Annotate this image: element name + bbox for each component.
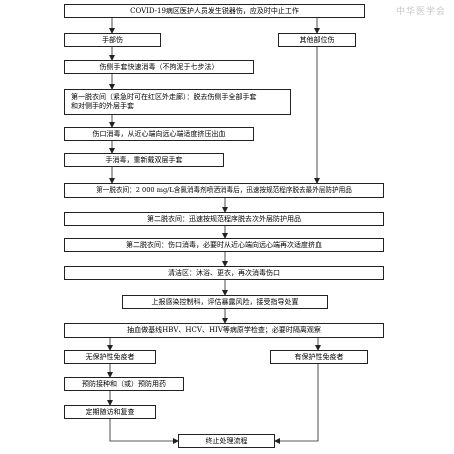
followup-node: 定期随访和复查: [64, 405, 156, 419]
clean-zone-node: 清洁区：沐浴、更衣，再次消毒伤口: [64, 266, 384, 280]
report-node: 上报感染控制科，评估暴露风险，接受指导处置: [122, 295, 328, 309]
first-undress-line-1: 第一脱衣间（紧急时可在红区外走廊）：脱去伤侧手全部手套: [71, 93, 257, 101]
second-room-wound-node: 第二脱衣间：伤口消毒，必要时从近心端向远心端再次适度挤血: [64, 238, 384, 252]
hand-disinfect-node: 手消毒，重新戴双层手套: [64, 153, 224, 167]
first-undress-node: 第一脱衣间（紧急时可在红区外走廊）：脱去伤侧手全部手套 和对侧手的外层手套: [64, 89, 291, 115]
end-node: 终止处理流程: [178, 434, 275, 448]
first-room-node: 第一脱衣间：2 000 mg/L含氯消毒剂喷洒消毒后，迅速按规范程序脱去最外层防…: [64, 183, 384, 198]
blood-test-node: 抽血做基线HBV、HCV、HIV等病原学检查；必要时隔离观察: [64, 323, 384, 338]
arrow-followup-to-end: [109, 419, 179, 444]
start-node: COVID-19病区医护人员发生锐器伤，应及时中止工作: [64, 4, 365, 18]
wound-disinfect-node: 伤口消毒，从近心端向远心端适度挤压出血: [64, 127, 254, 141]
hand-injury-node: 手部伤: [64, 33, 161, 47]
vaccinate-node: 预防接种和（或）预防用药: [64, 377, 184, 391]
arrow-has-immune-to-end: [274, 364, 319, 444]
glove-disinfect-node: 伤侧手套快速消毒（不拘泥于七步法）: [64, 60, 254, 74]
second-room-remove-node: 第二脱衣间：迅速按规范程序脱去次外层防护用品: [64, 212, 384, 226]
other-injury-node: 其他部位伤: [278, 33, 356, 47]
watermark: 中华医学会: [395, 7, 446, 17]
has-immune-node: 有保护性免疫者: [270, 350, 368, 364]
no-immune-node: 无保护性免疫者: [64, 350, 156, 364]
first-undress-line-2: 和对侧手的外层手套: [71, 102, 134, 110]
